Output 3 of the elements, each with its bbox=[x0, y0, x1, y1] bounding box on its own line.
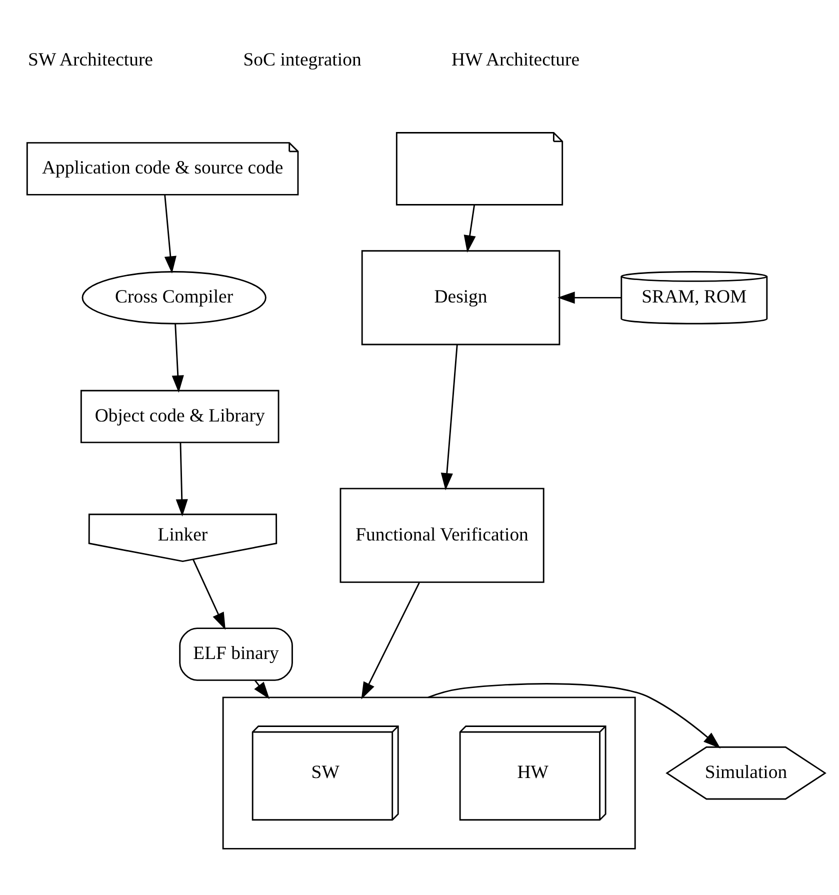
label: HW Architecture bbox=[451, 50, 580, 71]
label: SoC integration bbox=[243, 50, 362, 71]
label: SW Architecture bbox=[28, 50, 154, 71]
